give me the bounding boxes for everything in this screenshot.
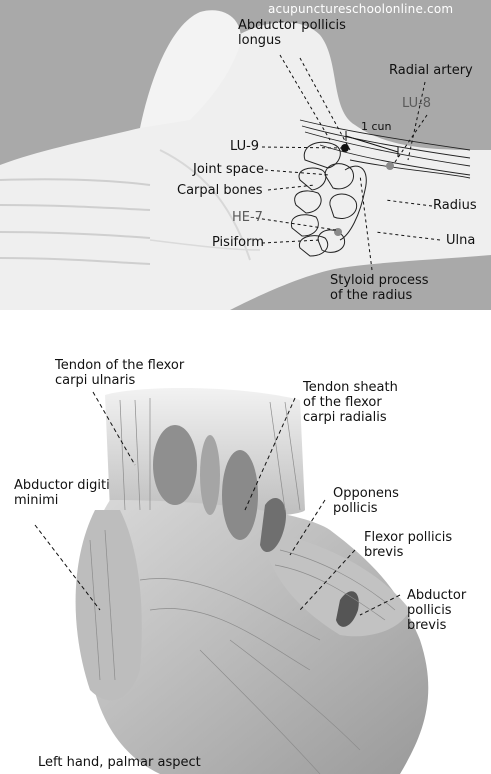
watermark: acupunctureschoolonline.com [268,2,454,16]
thenar-shape [260,530,410,637]
hypothenar-shape [75,510,142,701]
palmar-illustration-panel: Tendon of the flexor carpi ulnaris Tendo… [0,310,491,774]
wrist-photo-panel: acupunctureschoolonline.com Abductor pol… [0,0,491,310]
wrist-photo [0,10,491,310]
label-lu9: LU-9 [230,139,260,154]
label-tendon-sheath: Tendon sheath of the flexor carpi radial… [303,380,398,425]
caption: Left hand, palmar aspect [38,755,201,770]
label-flexor-pollicis-brevis: Flexor pollicis brevis [364,530,453,560]
label-lu8: LU-8 [402,96,432,111]
carpal-bones-outline [290,141,367,257]
label-styloid-process: Styloid process of the radius [330,273,429,303]
label-ulna: Ulna [446,233,476,248]
label-he7: HE-7 [232,210,263,225]
label-radial-artery: Radial artery [389,63,473,78]
lu9-point [341,144,349,152]
label-joint-space: Joint space [193,162,265,177]
thumb-shape [140,10,241,128]
label-one-cun: 1 cun [361,120,392,133]
label-pisiform: Pisiform [212,235,264,250]
label-carpal-bones: Carpal bones [177,183,263,198]
label-opponens-pollicis: Opponens pollicis [333,486,399,516]
one-cun-bracket [345,135,399,153]
label-abductor-digiti-minimi: Abductor digiti minimi [14,478,110,508]
he7-point [334,228,342,236]
lu8-point [386,162,394,170]
label-abductor-pollicis-longus: Abductor pollicis longus [238,18,346,48]
leader-lines-top [255,54,441,271]
leader-lines-bottom [34,391,401,616]
label-radius: Radius [433,198,477,213]
wrist-tendons [153,425,359,627]
label-abductor-pollicis-brevis: Abductor pollicis brevis [407,588,467,633]
label-flexor-carpi-ulnaris: Tendon of the flexor carpi ulnaris [55,358,185,388]
wrist-tendon-lines [299,119,471,179]
palmar-muscle-illustration [34,388,429,774]
muscle-fibres [89,398,396,774]
